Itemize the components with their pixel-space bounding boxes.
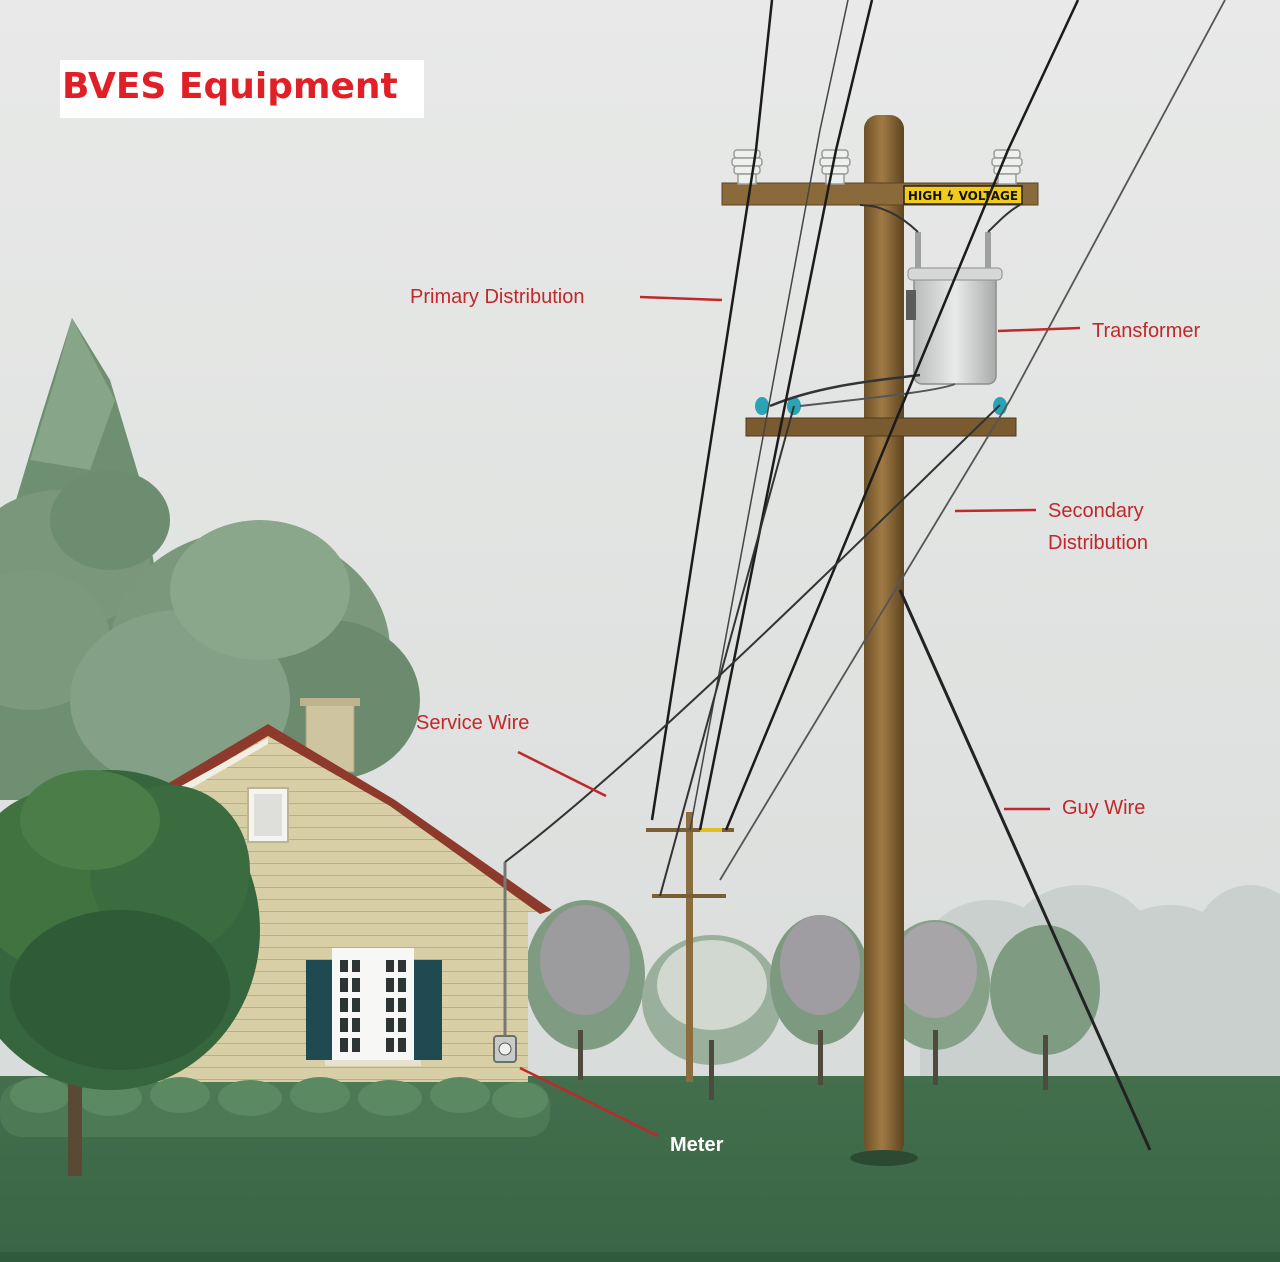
right-shutter [414,960,442,1060]
foreground-tree [0,770,260,1176]
leader-lines [517,295,1081,1138]
service-wire-line [504,404,1001,863]
hedge [0,1077,550,1137]
guy-wire-line [898,589,1152,1151]
transformer [769,204,1021,408]
page-title: BVES Equipment [62,66,398,107]
lower-crossarm [745,417,1017,437]
label-meter: Meter [670,1134,724,1156]
label-secondary-distribution-2: Distribution [1048,532,1149,554]
secondary-wire [719,0,1226,881]
flowering-trees [525,900,1100,1100]
label-transformer: Transformer [1092,320,1201,342]
title-banner: BVES Equipment [60,60,424,118]
label-service-wire: Service Wire [416,712,530,734]
label-secondary-distribution-1: Secondary [1048,500,1144,522]
primary-wire-1 [650,0,774,821]
primary-wire-2 [698,0,874,831]
label-guy-wire: Guy Wire [1062,797,1146,819]
left-shutter [306,960,332,1060]
wires [504,0,1226,1151]
label-primary-distribution: Primary Distribution [410,286,585,308]
high-voltage-sign-text: HIGH ϟ VOLTAGE [908,189,1018,203]
primary-wire-3 [724,0,1080,831]
